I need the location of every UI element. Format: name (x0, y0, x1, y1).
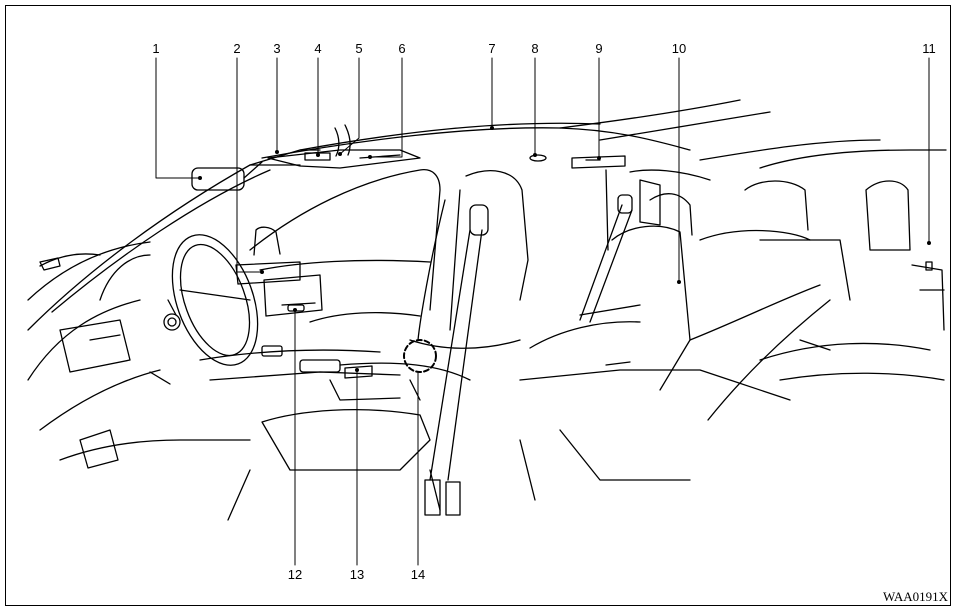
side-airbag-location (403, 339, 437, 373)
callout-3: 3 (273, 41, 281, 56)
callout-12: 12 (287, 567, 303, 582)
diagram-frame (5, 5, 951, 606)
callout-11: 11 (922, 41, 936, 56)
figure-code: WAA0191X (883, 589, 948, 604)
front-door-panel (235, 259, 431, 323)
center-console (199, 345, 401, 401)
callout-4: 4 (314, 41, 322, 56)
callout-1: 1 (152, 41, 160, 56)
steering-wheel (163, 234, 259, 366)
rear-headrest-cargo (759, 180, 945, 381)
callout-9: 9 (595, 41, 603, 56)
rearview-mirror (191, 161, 263, 191)
leader-lines (155, 57, 930, 566)
callout-13: 13 (349, 567, 365, 582)
rear-seat (519, 180, 851, 481)
callout-6: 6 (398, 41, 406, 56)
dashboard (27, 241, 251, 469)
callout-10: 10 (671, 41, 687, 56)
front-seatbelt (409, 204, 489, 516)
rear-seatbelt (579, 194, 633, 323)
front-seat (227, 170, 536, 521)
a-pillar (27, 149, 321, 331)
leader-dots (198, 126, 931, 372)
callout-8: 8 (531, 41, 539, 56)
front-door-window (249, 169, 441, 311)
callout-5: 5 (355, 41, 363, 56)
callout-7: 7 (488, 41, 496, 56)
rear-door (529, 169, 711, 349)
callout-2: 2 (233, 41, 241, 56)
callout-14: 14 (410, 567, 426, 582)
